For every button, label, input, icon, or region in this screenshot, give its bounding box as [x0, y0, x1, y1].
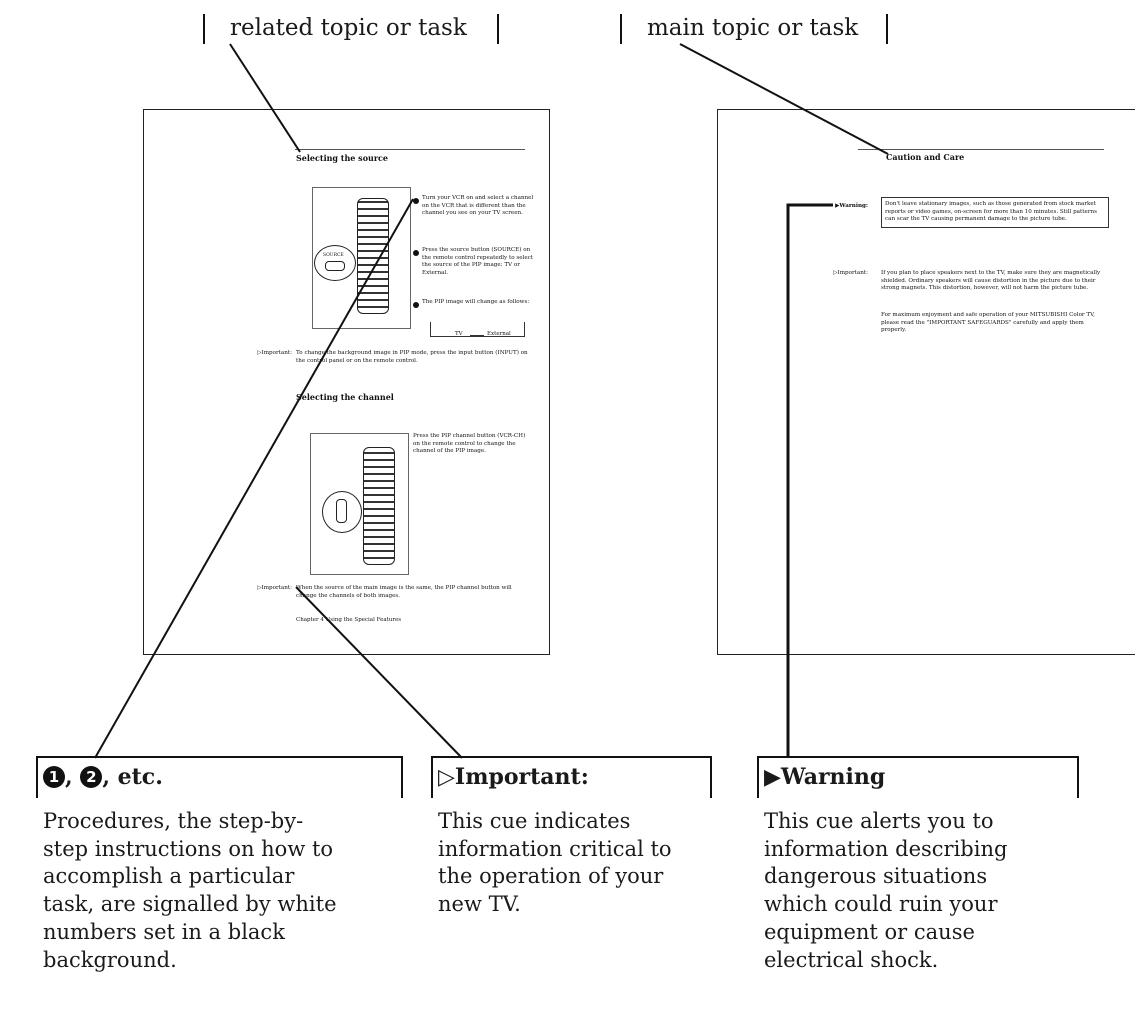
left-important-label-2: ▷Important:: [257, 585, 292, 591]
leader-procedures: [94, 198, 414, 759]
source-flow-diagram: [430, 322, 525, 337]
step-2-text: Press the source button (SOURCE) on the …: [422, 247, 534, 276]
warning-legend-box: [757, 756, 1079, 798]
left-page-rule: [295, 149, 525, 150]
left-page-title: Selecting the source: [296, 153, 389, 163]
step-1-text: Turn your VCR on and select a channel on…: [422, 195, 534, 217]
leader-warning: [786, 203, 833, 758]
left-page-footer: Chapter 4 Using the Special Features: [296, 617, 402, 623]
left-sample-page: [143, 109, 550, 655]
channel-button-zoom: [322, 491, 362, 533]
step-1-marker: [413, 198, 419, 204]
flow-arrow: [470, 335, 484, 336]
step-number-1-icon: 1: [43, 766, 65, 788]
related-topic-tab: [203, 14, 499, 44]
right-important-text: If you plan to place speakers next to th…: [881, 270, 1101, 292]
flow-external: External: [487, 331, 511, 337]
right-page-title: Caution and Care: [886, 152, 965, 162]
remote-control-image-2: [363, 447, 395, 565]
important-description: This cue indicates information critical …: [438, 809, 672, 917]
source-button-icon: [325, 261, 345, 271]
important-legend-box: [431, 756, 712, 798]
channel-text: Press the PIP channel button (VCR-CH) on…: [413, 433, 526, 455]
left-important-text-1: To change the background image in PIP mo…: [296, 350, 528, 364]
channel-illustration: [310, 433, 409, 575]
warning-heading: ▶Warning: [764, 764, 886, 790]
step-3-text: The PIP image will change as follows:: [422, 299, 530, 305]
warning-description: This cue alerts you to information descr…: [764, 809, 1008, 972]
procedures-heading: 1, 2, etc.: [43, 764, 163, 790]
step-3-marker: [413, 302, 419, 308]
step-2-marker: [413, 250, 419, 256]
leader-main-topic: [679, 43, 889, 155]
main-topic-label: main topic or task: [647, 15, 859, 41]
right-warning-label: ▶Warning:: [835, 203, 868, 209]
leader-related-topic: [229, 43, 301, 153]
procedures-legend-box: [36, 756, 403, 798]
remote-illustration: [312, 187, 411, 329]
procedures-heading-suffix: , etc.: [102, 764, 163, 790]
step-number-2-icon: 2: [80, 766, 103, 788]
left-important-text-2: When the source of the main image is the…: [296, 585, 512, 599]
procedures-description: Procedures, the step-by-step instruction…: [43, 809, 337, 972]
flow-tv: TV: [455, 331, 463, 337]
right-important-label: ▷Important:: [833, 270, 868, 276]
right-page-rule: [858, 149, 1104, 150]
leader-important: [295, 586, 463, 759]
related-topic-label: related topic or task: [230, 15, 467, 41]
source-button-zoom: [314, 245, 356, 281]
main-topic-tab: [620, 14, 888, 44]
remote-control-image: [357, 198, 389, 314]
right-enjoy-text: For maximum enjoyment and safe operation…: [881, 312, 1095, 334]
left-page-subtitle: Selecting the channel: [296, 392, 394, 402]
left-important-label-1: ▷Important:: [257, 350, 292, 356]
right-warning-text: Don't leave stationary images, such as t…: [881, 197, 1109, 228]
source-button-label: SOURCE: [323, 253, 344, 258]
channel-button-icon: [336, 499, 347, 523]
important-heading: ▷Important:: [438, 764, 589, 790]
